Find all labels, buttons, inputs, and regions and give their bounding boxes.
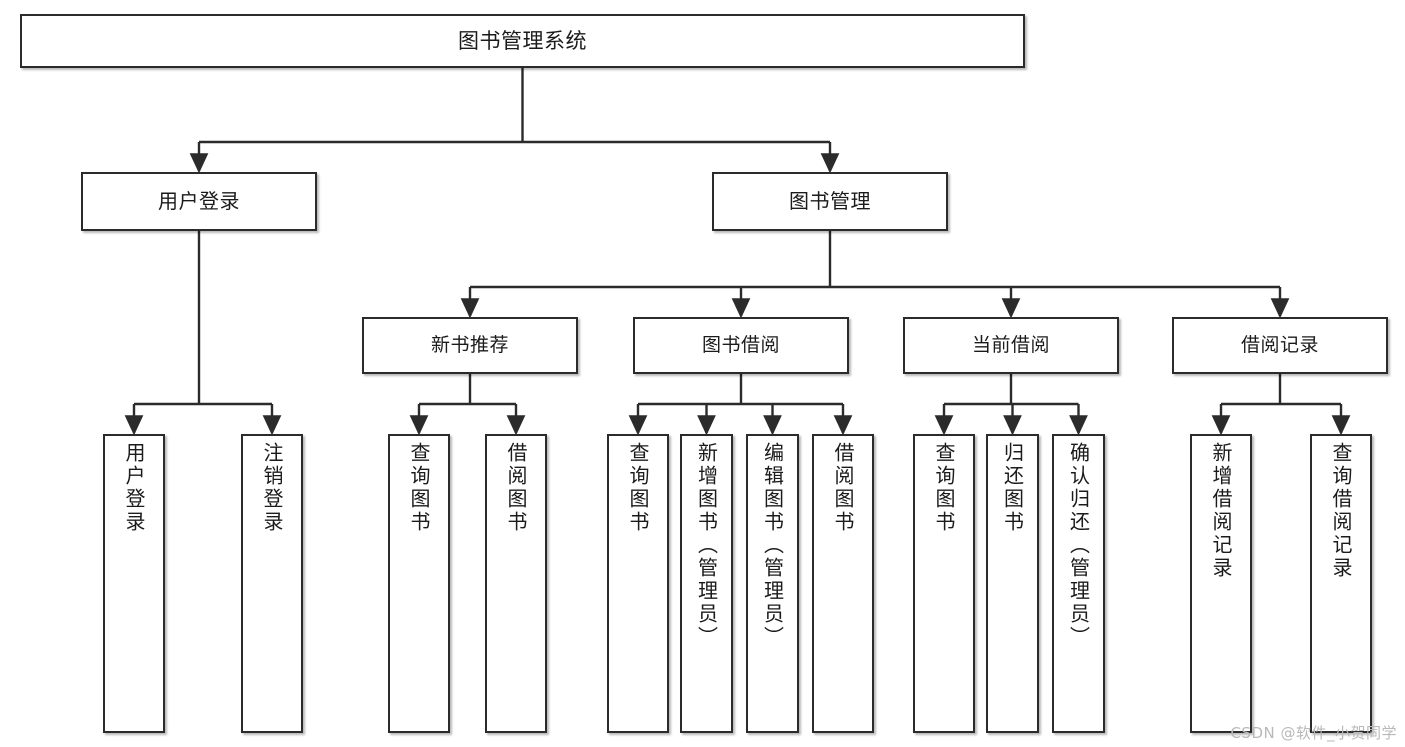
- node-leaf_rec_query[interactable]: 查询图书: [388, 434, 450, 733]
- node-label: 查询图书: [932, 442, 956, 534]
- node-current_borrow[interactable]: 当前借阅: [903, 317, 1119, 374]
- node-leaf_cb_query[interactable]: 查询图书: [913, 434, 975, 733]
- node-leaf_bb_borrow[interactable]: 借阅图书: [812, 434, 874, 733]
- node-label: 用户登录: [122, 442, 146, 534]
- node-leaf_br_add[interactable]: 新增借阅记录: [1190, 434, 1252, 733]
- node-leaf_bb_add[interactable]: 新增图书（管理员）: [680, 434, 733, 733]
- node-label: 编辑图书（管理员）: [760, 442, 785, 649]
- node-label: 查询图书: [626, 442, 650, 534]
- watermark: CSDN @软件_小贺同学: [1230, 724, 1397, 742]
- node-user_login[interactable]: 用户登录: [81, 172, 317, 231]
- node-label: 借阅记录: [1240, 334, 1319, 357]
- node-label: 用户登录: [158, 188, 240, 213]
- node-leaf_user_logout[interactable]: 注销登录: [241, 434, 303, 733]
- node-leaf_bb_query[interactable]: 查询图书: [607, 434, 669, 733]
- node-leaf_bb_edit[interactable]: 编辑图书（管理员）: [746, 434, 799, 733]
- node-label: 借阅图书: [504, 442, 528, 534]
- node-book_borrow[interactable]: 图书借阅: [633, 317, 849, 374]
- node-root[interactable]: 图书管理系统: [20, 14, 1025, 68]
- node-label: 图书借阅: [701, 334, 780, 357]
- node-label: 注销登录: [260, 442, 284, 534]
- node-leaf_cb_return[interactable]: 归还图书: [986, 434, 1039, 733]
- node-label: 新增图书（管理员）: [694, 442, 719, 649]
- node-new_book_rec[interactable]: 新书推荐: [362, 317, 578, 374]
- node-label: 查询借阅记录: [1329, 442, 1353, 580]
- node-book_manage[interactable]: 图书管理: [712, 172, 948, 231]
- node-label: 查询图书: [407, 442, 431, 534]
- node-leaf_br_query[interactable]: 查询借阅记录: [1310, 434, 1372, 733]
- node-label: 借阅图书: [831, 442, 855, 534]
- node-label: 确认归还（管理员）: [1066, 442, 1091, 649]
- node-label: 图书管理系统: [458, 28, 587, 53]
- node-label: 新增借阅记录: [1209, 442, 1233, 580]
- node-leaf_cb_confirm[interactable]: 确认归还（管理员）: [1052, 434, 1105, 733]
- node-borrow_record[interactable]: 借阅记录: [1172, 317, 1388, 374]
- node-leaf_rec_borrow[interactable]: 借阅图书: [485, 434, 547, 733]
- node-leaf_user_login[interactable]: 用户登录: [103, 434, 165, 733]
- node-label: 归还图书: [1000, 442, 1025, 534]
- node-label: 图书管理: [789, 188, 871, 213]
- node-label: 新书推荐: [430, 334, 509, 357]
- node-label: 当前借阅: [971, 334, 1050, 357]
